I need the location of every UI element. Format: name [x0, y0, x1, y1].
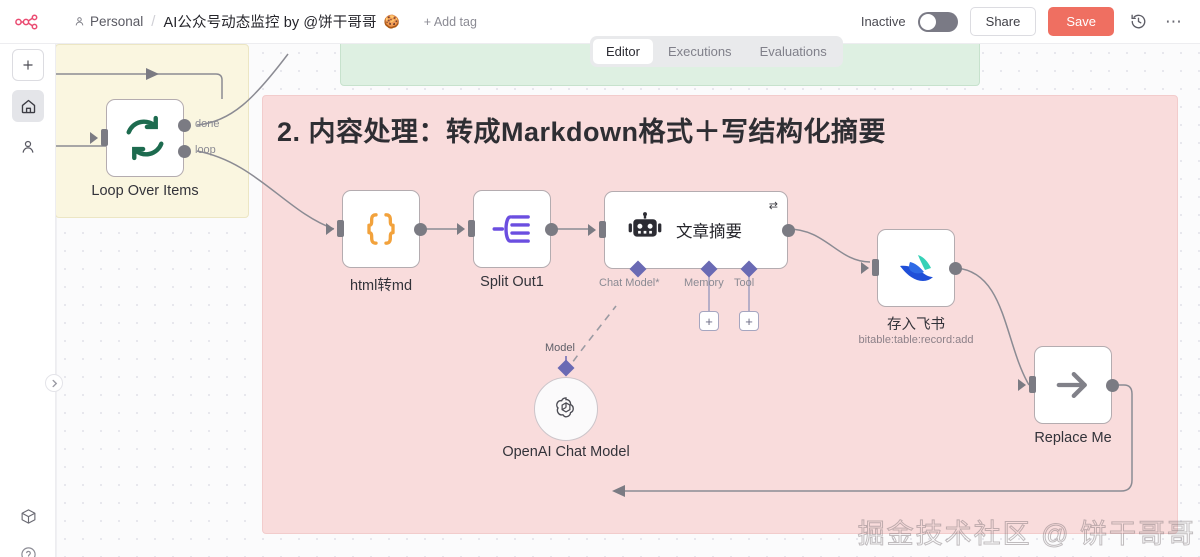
feishu-input-arrow	[861, 262, 869, 274]
node-html-to-md[interactable]	[342, 190, 420, 268]
tab-evaluations[interactable]: Evaluations	[759, 44, 827, 59]
html-to-md-input-arrow	[326, 223, 334, 235]
workflow-title[interactable]: AI公众号动态监控 by @饼干哥哥	[163, 15, 377, 31]
code-braces-icon	[367, 213, 395, 245]
agent-output-port[interactable]	[782, 224, 795, 237]
save-button[interactable]: Save	[1048, 7, 1114, 36]
split-out-icon	[492, 215, 530, 243]
node-label-openai-chat-model: OpenAI Chat Model	[502, 444, 630, 460]
user-icon	[22, 140, 34, 153]
agent-port-label-chat-model: Chat Model*	[599, 277, 660, 289]
sticky-note-pink-title: 2. 内容处理：转成Markdown格式＋写结构化摘要	[277, 117, 887, 147]
agent-input-arrow	[588, 224, 596, 236]
top-bar-actions: Inactive Share Save ⋯	[861, 7, 1200, 36]
breadcrumb-separator: /	[151, 13, 156, 30]
ai-agent-robot-icon	[628, 212, 662, 237]
history-icon	[1130, 14, 1145, 29]
node-article-summary-agent[interactable]: 文章摘要 ⇄	[604, 191, 788, 269]
share-button[interactable]: Share	[969, 7, 1037, 36]
agent-port-label-memory: Memory	[684, 277, 724, 289]
feishu-output-port[interactable]	[949, 262, 962, 275]
package-icon	[21, 508, 35, 524]
node-replace-me[interactable]	[1034, 346, 1112, 424]
chevron-right-icon	[51, 379, 57, 387]
replace-me-output-port[interactable]	[1106, 379, 1119, 392]
tab-editor[interactable]: Editor	[593, 39, 653, 64]
more-options-button[interactable]: ⋯	[1162, 10, 1186, 34]
html-to-md-input-port[interactable]	[337, 220, 344, 237]
replace-me-input-arrow	[1018, 379, 1026, 391]
breadcrumb-project[interactable]: Personal	[74, 14, 143, 29]
openai-port-label: Model	[545, 342, 575, 354]
loop-over-items-output-done[interactable]	[178, 119, 191, 132]
workflow-canvas[interactable]: 2. 内容处理：转成Markdown格式＋写结构化摘要	[56, 44, 1200, 557]
agent-port-label-tool: Tool	[734, 277, 755, 289]
node-openai-chat-model[interactable]	[534, 377, 598, 441]
add-tool-button[interactable]: +	[739, 311, 759, 331]
workflow-title-emoji: 🍪	[383, 13, 400, 29]
connection-edges	[56, 53, 1133, 497]
openai-icon	[556, 397, 574, 418]
node-label-replace-me: Replace Me	[1034, 430, 1112, 446]
sidebar-item-account[interactable]	[12, 131, 44, 163]
activation-label: Inactive	[860, 14, 906, 29]
node-title-article-summary: 文章摘要	[676, 223, 742, 241]
node-label-html-to-md: html转md	[349, 278, 413, 294]
node-loop-over-items[interactable]	[106, 99, 184, 177]
left-sidebar	[0, 44, 56, 557]
output-label-done: done	[195, 118, 220, 130]
sticky-note-pink[interactable]: 2. 内容处理：转成Markdown格式＋写结构化摘要	[262, 95, 1178, 534]
add-memory-button[interactable]: +	[699, 311, 719, 331]
sidebar-collapse-handle[interactable]	[45, 374, 63, 392]
replace-me-input-port[interactable]	[1029, 376, 1036, 393]
feishu-input-port[interactable]	[872, 259, 879, 276]
agent-input-port[interactable]	[599, 221, 606, 238]
canvas-left-strip	[56, 44, 57, 557]
loop-over-items-output-loop[interactable]	[178, 145, 191, 158]
sidebar-item-templates[interactable]	[12, 500, 44, 532]
node-label-loop-over-items: Loop Over Items	[91, 183, 199, 199]
node-label-split-out-1: Split Out1	[480, 274, 544, 290]
tab-executions[interactable]: Executions	[667, 44, 732, 59]
retry-icon[interactable]: ⇄	[768, 200, 778, 212]
loop-refresh-icon	[126, 115, 164, 161]
split-out-1-output-port[interactable]	[545, 223, 558, 236]
plus-icon	[23, 60, 33, 70]
home-icon	[21, 99, 35, 113]
history-button[interactable]	[1126, 10, 1150, 34]
loop-over-items-input-port[interactable]	[101, 129, 108, 146]
node-sublabel-save-to-feishu: bitable:table:record:add	[858, 334, 974, 346]
workflow-tabs: Editor Executions Evaluations	[590, 36, 843, 67]
split-out-1-input-port[interactable]	[468, 220, 475, 237]
loop-over-items-input-arrow	[90, 132, 98, 144]
html-to-md-output-port[interactable]	[414, 223, 427, 236]
sidebar-item-help[interactable]	[12, 538, 44, 557]
user-icon	[75, 17, 84, 26]
sidebar-item-home[interactable]	[12, 90, 44, 122]
node-label-save-to-feishu: 存入飞书	[887, 317, 945, 333]
add-tag-button[interactable]: + Add tag	[423, 14, 477, 29]
sidebar-item-add[interactable]	[12, 49, 44, 81]
node-split-out-1[interactable]	[473, 190, 551, 268]
arrow-right-icon	[1056, 372, 1087, 398]
top-bar: Personal / AI公众号动态监控 by @饼干哥哥 🍪 + Add ta…	[0, 0, 1200, 44]
split-out-1-input-arrow	[457, 223, 465, 235]
ellipsis-icon: ⋯	[1165, 11, 1183, 31]
app-logo[interactable]	[0, 0, 56, 44]
breadcrumb: Personal / AI公众号动态监控 by @饼干哥哥 🍪 + Add ta…	[74, 11, 477, 32]
breadcrumb-project-label: Personal	[90, 14, 144, 29]
toggle-knob	[919, 13, 936, 30]
activation-toggle[interactable]	[917, 11, 958, 32]
help-icon	[20, 546, 36, 557]
feishu-lark-icon	[900, 255, 933, 281]
n8n-logo-icon	[15, 13, 38, 30]
node-save-to-feishu[interactable]	[877, 229, 955, 307]
output-label-loop: loop	[195, 144, 216, 156]
